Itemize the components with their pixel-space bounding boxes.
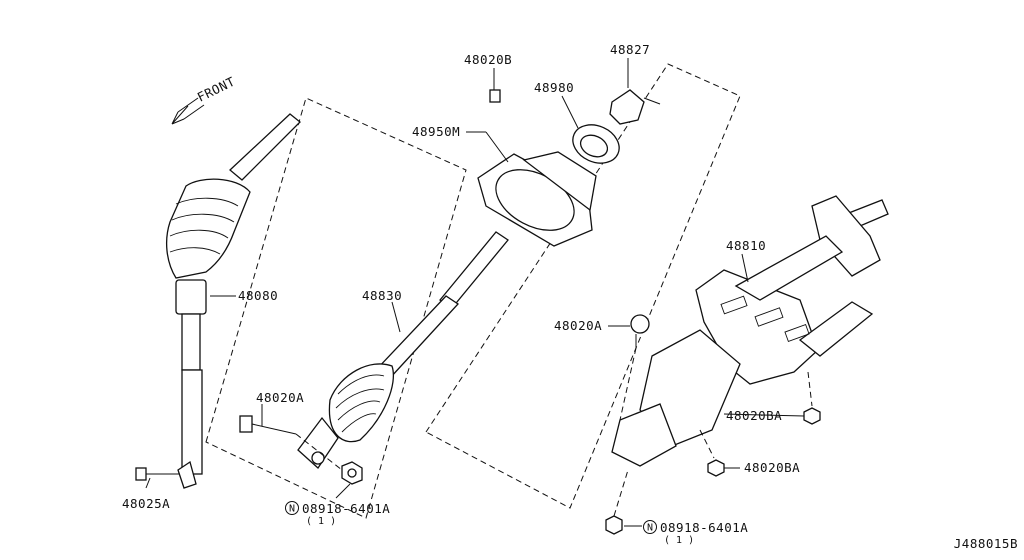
diagram-code: J488015B	[954, 536, 1018, 551]
bolt-48025A	[135, 467, 180, 481]
dash-48020BA-upper	[807, 371, 813, 407]
leader-48980	[561, 95, 579, 129]
nut-symbol-left: N	[289, 504, 295, 515]
label-48020BA-lower: 48020BA	[744, 460, 800, 475]
label-48980: 48980	[534, 80, 574, 95]
leader-48950M-b	[485, 131, 509, 163]
seal-48980	[572, 124, 620, 164]
nut-symbol-right: N	[647, 523, 653, 534]
nut-right	[605, 515, 623, 535]
intermediate-shaft-assembly	[165, 113, 301, 489]
leader-48025A	[145, 477, 151, 489]
label-48827: 48827	[610, 42, 650, 57]
label-nut-right-qty: ( 1 )	[664, 535, 694, 546]
nut-48020BA-lower	[707, 459, 725, 477]
nut-symbol-left-icon	[285, 501, 299, 515]
left-group-outline	[205, 97, 467, 519]
label-nut-right: 08918-6401A	[660, 520, 748, 535]
bolt-48020A-right	[630, 314, 650, 348]
lower-shaft-48830	[297, 231, 509, 469]
leader-nut-left	[335, 483, 351, 499]
label-48830: 48830	[362, 288, 402, 303]
dash-nut-right	[613, 469, 629, 517]
nut-left	[341, 461, 363, 485]
label-48020B: 48020B	[464, 52, 512, 67]
label-48950M: 48950M	[412, 124, 460, 139]
label-48080: 48080	[238, 288, 278, 303]
front-label: FRONT	[195, 74, 238, 105]
label-48810: 48810	[726, 238, 766, 253]
label-48020A-left: 48020A	[256, 390, 304, 405]
label-48020BA-upper: 48020BA	[726, 408, 782, 423]
dash-48020BA-lower	[699, 429, 715, 459]
label-nut-left-qty: ( 1 )	[306, 516, 336, 527]
mounting-plate-48950M	[477, 151, 597, 247]
leader-48810	[741, 253, 749, 283]
column-assembly-48810	[611, 195, 889, 467]
clip-48020B	[489, 89, 501, 103]
front-arrow-icon	[171, 97, 205, 125]
nut-symbol-right-icon	[643, 520, 657, 534]
leader-48830	[391, 301, 401, 333]
leader-48020BA-upper	[723, 413, 805, 417]
label-48020A-right: 48020A	[554, 318, 602, 333]
label-48025A: 48025A	[122, 496, 170, 511]
dash-48020A-right	[619, 347, 637, 421]
nut-48020BA-upper	[803, 407, 821, 425]
part-48827	[609, 89, 661, 125]
label-nut-left: 08918-6401A	[302, 501, 390, 516]
bolt-48020A-left	[239, 415, 297, 435]
